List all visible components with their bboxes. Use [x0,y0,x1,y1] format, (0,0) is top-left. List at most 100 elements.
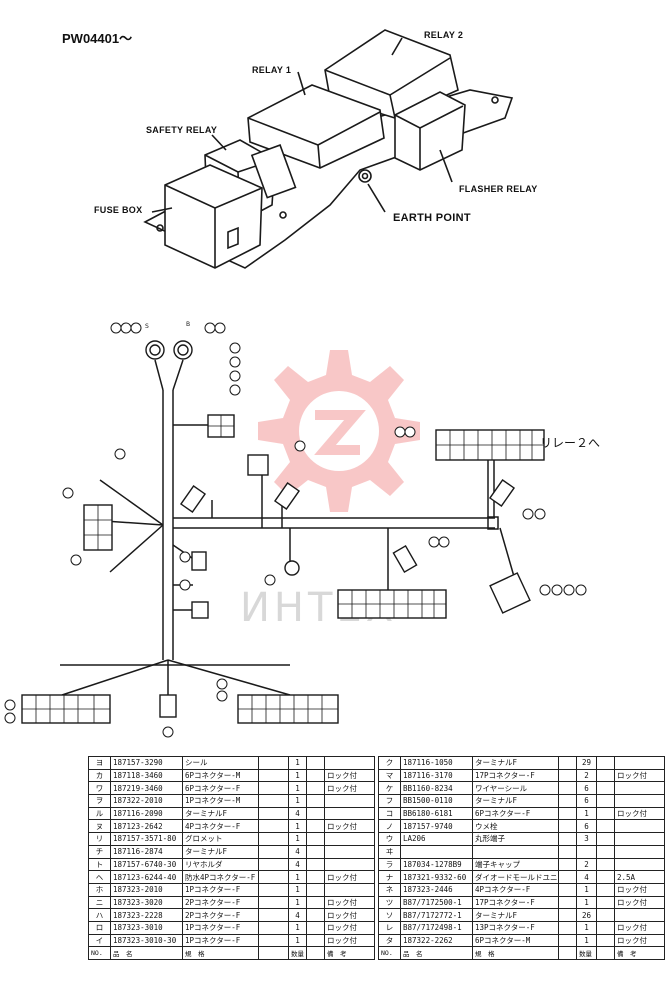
table-cell [596,933,615,948]
table-cell [306,806,325,821]
table-cell: 1 [288,768,307,783]
row-number-cell: ワ [88,781,111,796]
row-number-cell: ヨ [88,756,111,770]
table-cell [324,832,375,846]
table-cell [596,857,615,872]
table-cell: ターミナルF [182,806,259,821]
relay-assembly-illustration [143,29,514,269]
table-cell: リヤホルダ [182,857,259,872]
row-number-cell: ソ [378,908,401,922]
table-cell [324,806,375,821]
table-cell: 187118-3460 [110,768,183,783]
table-header-cell: 備 考 [614,946,665,960]
table-cell: 17Pコネクター-F [472,768,559,783]
table-cell [614,857,665,872]
table-header-cell: 数量 [576,946,597,960]
table-header-cell: 数量 [288,946,307,960]
table-cell: ロック付 [614,920,665,935]
table-header-cell: NO. [378,946,401,960]
table-cell [558,920,577,935]
table-cell [596,895,615,910]
table-cell: B87/7172498-1 [400,920,473,935]
table-cell: 4 [288,806,307,821]
table-header-cell: 規 格 [472,946,559,960]
table-cell [258,844,289,859]
row-number-cell: ヰ [378,844,401,859]
table-cell: 2Pコネクター-F [182,895,259,910]
table-cell [558,882,577,897]
table-cell: 6 [576,794,597,808]
table-cell: 1 [576,882,597,897]
table-cell: 1Pコネクター-M [182,794,259,808]
table-cell: ロック付 [324,768,375,783]
table-cell [324,857,375,872]
row-number-cell: ノ [378,819,401,834]
row-number-cell: ホ [88,882,111,897]
table-cell [596,908,615,922]
row-number-cell: ハ [88,908,111,922]
table-cell: B87/7172772-1 [400,908,473,922]
table-cell [306,920,325,935]
row-number-cell: ト [88,857,111,872]
table-cell: ロック付 [614,768,665,783]
table-cell [306,895,325,910]
row-number-cell: ケ [378,781,401,796]
row-number-cell: リ [88,832,111,846]
table-cell: 2.5A [614,870,665,884]
table-cell: 29 [576,756,597,770]
table-cell: 187123-6244-40 [110,870,183,884]
table-cell: ワイヤーシール [472,781,559,796]
table-cell: ターミナルF [182,844,259,859]
table-cell [558,844,577,859]
table-cell: 1 [576,933,597,948]
table-cell: BB1160-8234 [400,781,473,796]
table-cell: ロック付 [324,895,375,910]
table-cell: ロック付 [614,895,665,910]
table-cell: ロック付 [324,870,375,884]
table-header-cell: NO. [88,946,111,960]
table-cell [472,844,559,859]
row-number-cell: ル [88,806,111,821]
watermark-logo [258,350,420,512]
table-cell: ロック付 [614,806,665,821]
table-cell: ロック付 [324,781,375,796]
table-cell [614,908,665,922]
table-cell [596,781,615,796]
table-cell: 丸形端子 [472,832,559,846]
table-cell [258,895,289,910]
table-cell: 1 [288,882,307,897]
table-cell: 4 [288,844,307,859]
table-cell: 187034-1278B9 [400,857,473,872]
table-cell: 防水4Pコネクター-F [182,870,259,884]
table-cell [258,768,289,783]
table-cell [306,933,325,948]
row-number-cell: マ [378,768,401,783]
table-cell: 6 [576,819,597,834]
table-cell: ダイオードモールドユニット [472,870,559,884]
table-header-row: NO.品 名規 格数量備 考 [378,946,665,960]
table-cell: ロック付 [324,908,375,922]
table-cell [576,844,597,859]
table-cell: 17Pコネクター-F [472,895,559,910]
row-number-cell: ツ [378,895,401,910]
table-header-row: NO.品 名規 格数量備 考 [88,946,375,960]
table-cell [614,844,665,859]
table-cell [558,794,577,808]
label-fuse-box: FUSE BOX [94,205,143,215]
table-cell: グロメット [182,832,259,846]
table-header-cell [306,946,325,960]
table-cell: BB1500-0110 [400,794,473,808]
table-cell [596,768,615,783]
row-number-cell: タ [378,933,401,948]
table-cell: 187321-9332-60 [400,870,473,884]
row-number-cell: レ [378,920,401,935]
